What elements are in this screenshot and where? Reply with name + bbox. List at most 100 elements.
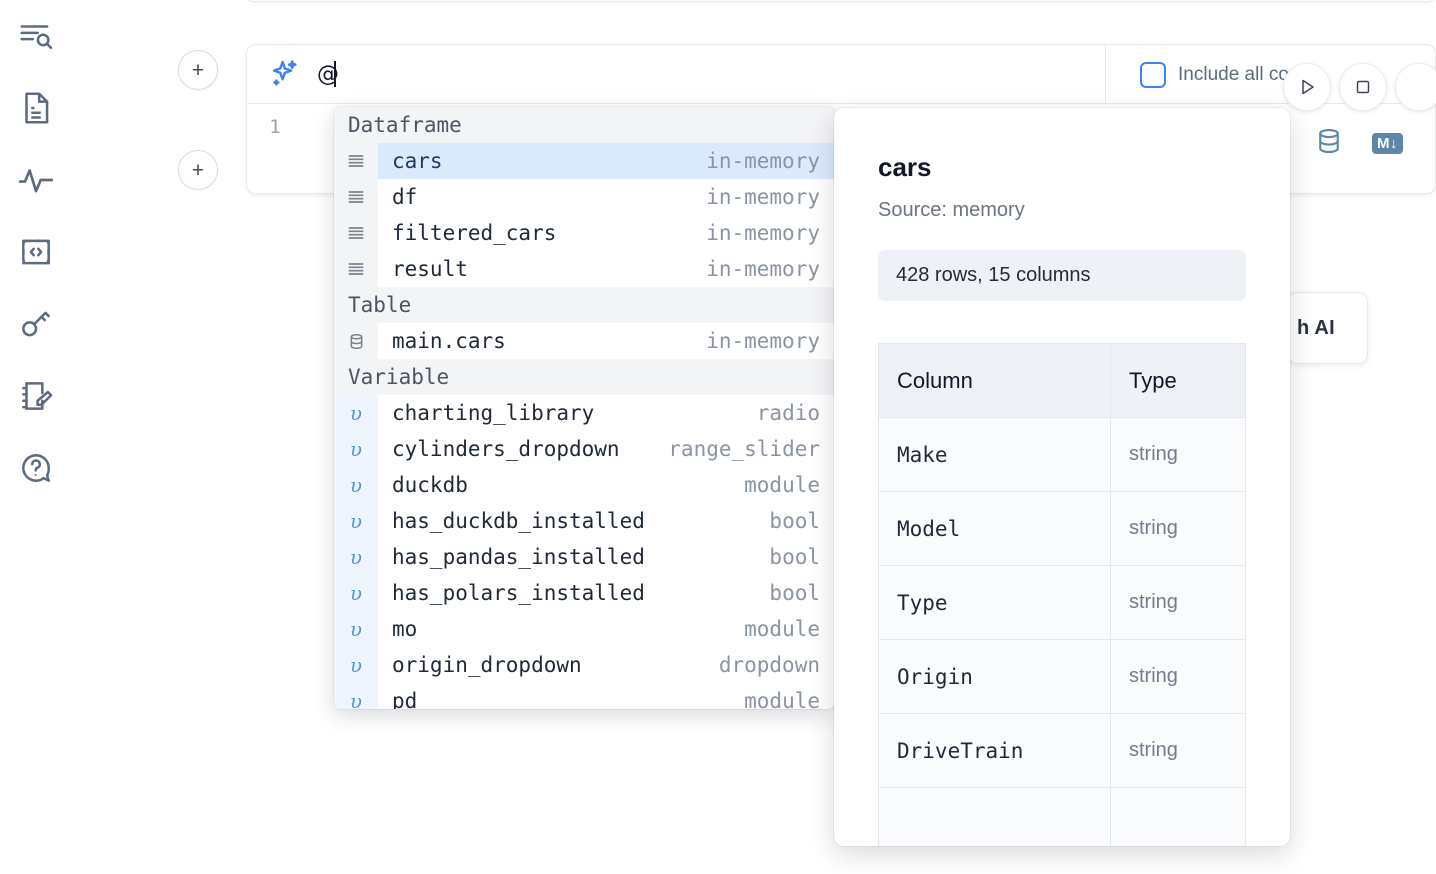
autocomplete-item-main-cars[interactable]: main.cars in-memory (334, 323, 834, 359)
autocomplete-item-label: filtered_cars (392, 221, 557, 245)
ai-prompt-row: @ Include all code (247, 45, 1435, 104)
previous-cell-stub (246, 0, 1436, 2)
add-cell-plus: + (191, 158, 205, 182)
generate-with-ai-stub[interactable]: h AI (1288, 292, 1368, 364)
autocomplete-item-label: has_pandas_installed (392, 545, 645, 569)
autocomplete-group-header: Dataframe (334, 107, 834, 143)
markdown-badge[interactable]: M↓ (1372, 133, 1403, 154)
cell-type: string (1110, 491, 1246, 566)
cell-side-icons: M↓ (1314, 126, 1403, 161)
secrets-key-icon[interactable] (12, 300, 60, 348)
variable-icon: υ (334, 395, 378, 431)
ai-prompt-input[interactable]: @ (317, 61, 339, 87)
cell-type: string (1110, 417, 1246, 492)
activity-icon[interactable] (12, 156, 60, 204)
autocomplete-item-charting-library[interactable]: υ charting_library radio (334, 395, 834, 431)
variable-icon: υ (334, 503, 378, 539)
detail-source: Source: memory (878, 199, 1025, 221)
add-cell-above-button[interactable]: + (178, 50, 218, 90)
cell-column: DriveTrain (878, 713, 1111, 788)
autocomplete-item-meta: radio (756, 401, 820, 425)
cell-type: string (1110, 639, 1246, 714)
autocomplete-item-meta: module (744, 689, 820, 709)
autocomplete-dropdown[interactable]: Dataframe cars in-memory df in-memory fi (334, 107, 834, 709)
autocomplete-item-mo[interactable]: υ mo module (334, 611, 834, 647)
dataframe-icon (334, 251, 378, 287)
autocomplete-item-meta: in-memory (706, 149, 820, 173)
variable-icon: υ (334, 647, 378, 683)
snippets-icon[interactable] (12, 228, 60, 276)
variable-icon: υ (334, 683, 378, 709)
left-icon-rail (0, 0, 72, 874)
autocomplete-item-has-duckdb-installed[interactable]: υ has_duckdb_installed bool (334, 503, 834, 539)
ai-code-row: 1 M↓ (247, 104, 1435, 194)
run-cell-button[interactable] (1283, 63, 1331, 111)
autocomplete-item-meta: in-memory (706, 329, 820, 353)
autocomplete-item-meta: in-memory (706, 257, 820, 281)
dataframe-icon (334, 143, 378, 179)
autocomplete-item-label: has_duckdb_installed (392, 509, 645, 533)
outline-search-icon[interactable] (12, 12, 60, 60)
ai-actions: Include all code (1105, 45, 1435, 104)
autocomplete-item-result[interactable]: result in-memory (334, 251, 834, 287)
variable-icon: υ (334, 539, 378, 575)
autocomplete-item-pd[interactable]: υ pd module (334, 683, 834, 709)
autocomplete-item-label: mo (392, 617, 418, 641)
header-type: Type (1110, 343, 1246, 418)
autocomplete-item-label: df (392, 185, 418, 209)
autocomplete-item-label: cars (392, 149, 443, 173)
autocomplete-item-label: result (392, 257, 468, 281)
autocomplete-item-meta: module (744, 617, 820, 641)
table-row: Origin string (878, 639, 1246, 714)
autocomplete-item-cars[interactable]: cars in-memory (334, 143, 834, 179)
cell-type: string (1110, 565, 1246, 640)
autocomplete-item-filtered-cars[interactable]: filtered_cars in-memory (334, 215, 834, 251)
cell-column: Model (878, 491, 1111, 566)
add-cell-plus: + (191, 58, 205, 82)
autocomplete-item-meta: in-memory (706, 221, 820, 245)
dataframe-icon (334, 215, 378, 251)
autocomplete-item-duckdb[interactable]: υ duckdb module (334, 467, 834, 503)
table-row: Make string (878, 417, 1246, 492)
include-all-code-checkbox[interactable] (1140, 61, 1166, 88)
table-row: DriveTrain string (878, 713, 1246, 788)
cell-column: Origin (878, 639, 1111, 714)
autocomplete-item-has-polars-installed[interactable]: υ has_polars_installed bool (334, 575, 834, 611)
stop-cell-button[interactable] (1339, 63, 1387, 111)
variable-icon: υ (334, 467, 378, 503)
file-explorer-icon[interactable] (12, 84, 60, 132)
autocomplete-item-label: origin_dropdown (392, 653, 582, 677)
more-cell-button[interactable] (1395, 63, 1436, 111)
cell-type: string (1110, 713, 1246, 788)
table-db-icon (334, 323, 378, 359)
autocomplete-item-df[interactable]: df in-memory (334, 179, 834, 215)
dataframe-icon (334, 179, 378, 215)
scratchpad-icon[interactable] (12, 372, 60, 420)
autocomplete-item-meta: range_slider (668, 437, 820, 461)
table-header-row: Column Type (878, 343, 1246, 418)
help-chat-icon[interactable] (12, 444, 60, 492)
autocomplete-item-label: charting_library (392, 401, 595, 425)
add-cell-below-button[interactable]: + (178, 150, 218, 190)
header-column: Column (878, 343, 1111, 418)
autocomplete-item-label: has_polars_installed (392, 581, 645, 605)
autocomplete-item-has-pandas-installed[interactable]: υ has_pandas_installed bool (334, 539, 834, 575)
ai-input-wrap[interactable]: @ (317, 61, 1435, 87)
autocomplete-item-cylinders-dropdown[interactable]: υ cylinders_dropdown range_slider (334, 431, 834, 467)
autocomplete-item-label: cylinders_dropdown (392, 437, 620, 461)
detail-title: cars (878, 152, 932, 182)
autocomplete-item-meta: bool (769, 581, 820, 605)
database-icon[interactable] (1314, 126, 1344, 161)
autocomplete-group-header: Variable (334, 359, 834, 395)
autocomplete-item-label: duckdb (392, 473, 468, 497)
autocomplete-item-meta: module (744, 473, 820, 497)
cell-column (878, 787, 1111, 846)
table-row: Type string (878, 565, 1246, 640)
cell-type (1110, 787, 1246, 846)
autocomplete-item-origin-dropdown[interactable]: υ origin_dropdown dropdown (334, 647, 834, 683)
autocomplete-item-meta: in-memory (706, 185, 820, 209)
autocomplete-item-label: pd (392, 689, 418, 709)
detail-shape-badge: 428 rows, 15 columns (878, 250, 1246, 301)
cell-column: Type (878, 565, 1111, 640)
